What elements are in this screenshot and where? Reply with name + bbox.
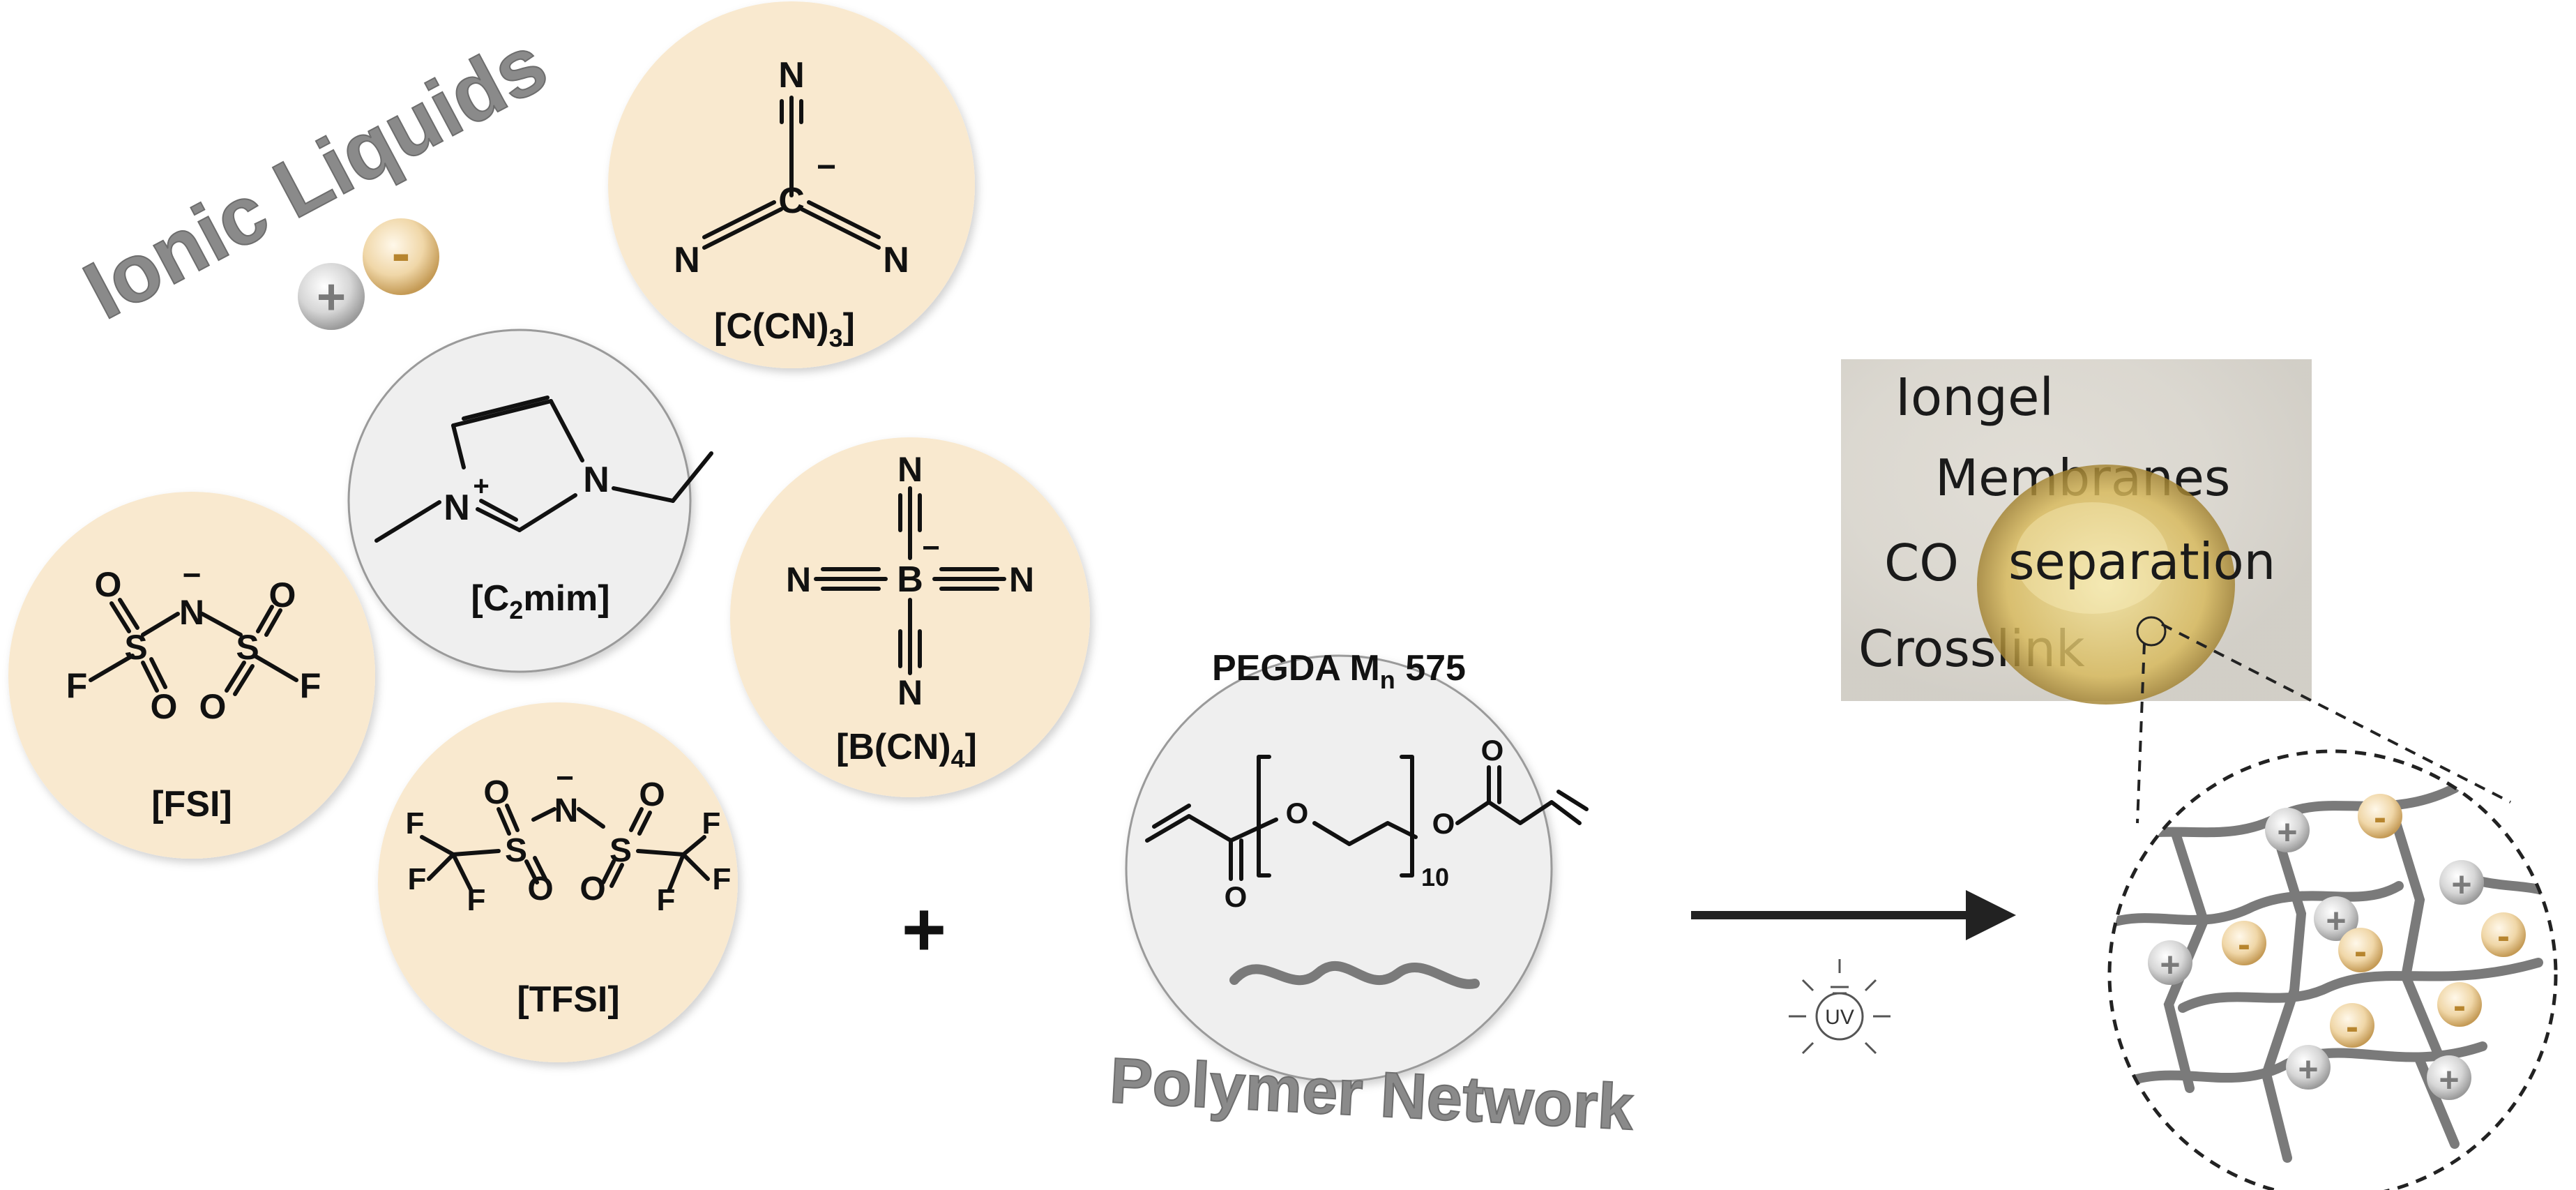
uv-lamp-icon: UV xyxy=(1789,959,1891,1055)
ion-minus-symbol: - xyxy=(392,222,411,284)
tfsi-f-2: F xyxy=(408,862,427,896)
network-ion-plus: + xyxy=(2427,1055,2471,1100)
tfsi-f-4: F xyxy=(702,806,721,841)
network-ion-minus: - xyxy=(2338,928,2383,972)
svg-text:+: + xyxy=(2439,1060,2459,1099)
subtitle: Polymer Network xyxy=(1108,1045,1636,1143)
zoom-line-lower xyxy=(2136,642,2146,824)
ion-pair-icon: + - xyxy=(298,218,439,330)
tfsi-s-2: S xyxy=(609,832,632,869)
svg-text:-: - xyxy=(2374,797,2386,838)
network-ion-minus: - xyxy=(2222,921,2266,965)
anion-tfsi: − N O O S S F F F O O F F F [TFSI] xyxy=(378,702,738,1062)
network-ion-plus: + xyxy=(2148,940,2192,985)
pegda-o-carbonyl-left: O xyxy=(1225,880,1248,913)
c2mim-charge: + xyxy=(473,471,489,502)
fsi-f-2: F xyxy=(300,666,321,705)
pegda-o-ester-right: O xyxy=(1432,807,1455,840)
svg-text:-: - xyxy=(2453,985,2466,1027)
network-ion-minus: - xyxy=(2437,982,2482,1027)
network-ion-plus: + xyxy=(2314,896,2358,941)
bcn4-b-center: B xyxy=(897,559,923,600)
tfsi-n: N xyxy=(554,792,579,829)
polymer-pegda: PEGDA Mn 575 O O 10 O O xyxy=(1125,648,1589,1083)
ccn3-c-center: C xyxy=(778,181,805,221)
tfsi-f-3: F xyxy=(467,883,486,917)
tfsi-s-1: S xyxy=(505,832,527,869)
network-ion-plus: + xyxy=(2439,860,2484,905)
ccn3-n-right: N xyxy=(883,240,909,280)
svg-text:+: + xyxy=(2451,865,2471,904)
pegda-o-carbonyl-right: O xyxy=(1481,734,1504,767)
fsi-f-1: F xyxy=(66,666,88,705)
anion-ccn3: N C − N N [C(CN)3] xyxy=(608,1,975,368)
fsi-o-4: O xyxy=(199,687,227,726)
fsi-o-1: O xyxy=(95,565,122,604)
tfsi-label: [TFSI] xyxy=(517,979,619,1020)
ccn3-n-left: N xyxy=(674,240,700,280)
tfsi-f-1: F xyxy=(406,806,425,841)
pegda-label: PEGDA Mn 575 xyxy=(1212,648,1466,694)
plus-sign: + xyxy=(902,887,946,972)
network-ion-plus: + xyxy=(2265,808,2310,852)
svg-text:-: - xyxy=(2497,915,2510,957)
fsi-label: [FSI] xyxy=(151,784,232,824)
svg-text:-: - xyxy=(2346,1006,2358,1048)
pegda-repeat-count: 10 xyxy=(1421,863,1449,891)
cation-c2mim: N + N [C2mim] xyxy=(347,329,713,673)
fsi-s-1: S xyxy=(124,628,147,667)
bcn4-label: [B(CN)4] xyxy=(836,727,977,773)
c2mim-n-plus: N xyxy=(444,488,470,528)
tfsi-o-4: O xyxy=(579,871,605,907)
network-ion-plus: + xyxy=(2286,1045,2331,1090)
bcn4-n-bottom: N xyxy=(897,673,923,712)
tfsi-o-3: O xyxy=(527,871,553,907)
ion-plus-symbol: + xyxy=(317,269,346,325)
fsi-o-2: O xyxy=(269,575,296,615)
zoom-line-upper xyxy=(2161,623,2511,804)
svg-text:+: + xyxy=(2298,1050,2318,1089)
ccn3-n-top: N xyxy=(778,55,805,96)
tfsi-o-2: O xyxy=(639,776,665,813)
anion-bcn4: N B − N N N [B(CN)4] xyxy=(730,437,1090,797)
svg-text:+: + xyxy=(2326,901,2346,940)
svg-text:+: + xyxy=(2160,945,2180,984)
network-ion-minus: - xyxy=(2358,794,2402,838)
ccn3-charge: − xyxy=(817,149,836,186)
iongel-photo: Iongel Membranes CO Crosslink separation xyxy=(1841,359,2312,705)
svg-text:-: - xyxy=(2238,924,2250,965)
tfsi-f-6: F xyxy=(657,883,676,917)
photo-line-separation: separation xyxy=(2008,532,2275,591)
fsi-charge: − xyxy=(183,557,202,593)
network-ions: + - + - + - - xyxy=(2148,794,2526,1100)
c2mim-label: [C2mim] xyxy=(471,578,609,624)
svg-text:+: + xyxy=(2277,813,2297,852)
bcn4-charge: − xyxy=(922,531,940,565)
uv-label: UV xyxy=(1825,1006,1854,1029)
tfsi-f-5: F xyxy=(713,862,732,896)
c2mim-n: N xyxy=(583,460,609,500)
tfsi-o-1: O xyxy=(483,774,509,811)
network-zoom: + - + - + - - xyxy=(2107,749,2558,1190)
bcn4-n-right: N xyxy=(1009,560,1034,599)
bcn4-n-top: N xyxy=(897,450,923,489)
pegda-o-ether: O xyxy=(1286,797,1309,829)
network-ion-minus: - xyxy=(2330,1003,2374,1048)
bcn4-n-left: N xyxy=(786,560,811,599)
photo-line-co2: CO xyxy=(1884,534,1959,592)
fsi-n: N xyxy=(179,593,204,632)
network-ion-minus: - xyxy=(2481,912,2526,957)
ccn3-label: [C(CN)3] xyxy=(714,306,855,352)
tfsi-charge: − xyxy=(556,761,574,795)
anion-fsi: O − N O S S F O O F [FSI] xyxy=(8,492,375,859)
fsi-o-3: O xyxy=(151,687,178,726)
photo-line-iongel: Iongel xyxy=(1895,368,2054,428)
fsi-s-2: S xyxy=(236,628,259,667)
svg-text:-: - xyxy=(2354,931,2367,972)
